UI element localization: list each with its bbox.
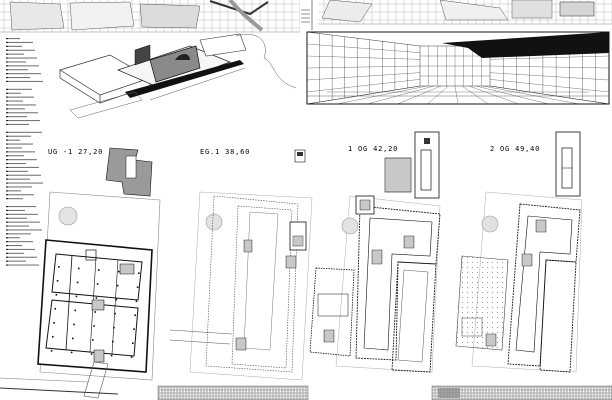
- key-plan-eg: [294, 149, 306, 163]
- site-map-strip: [0, 0, 612, 33]
- plan-og2: [455, 191, 583, 373]
- plan-eg: [169, 191, 313, 381]
- plan-ug: [0, 191, 161, 399]
- plan-label-og1: 1 OG 42,20: [348, 145, 398, 153]
- legend-column: [6, 38, 43, 266]
- bottom-elevation-strips: [157, 385, 612, 400]
- plan-label-og2: 2 OG 49,40: [490, 145, 540, 153]
- interior-perspective: [306, 31, 610, 105]
- key-plan-og1: [414, 131, 440, 199]
- key-plan-detail-og1: [384, 157, 412, 193]
- key-plan-og2: [555, 131, 581, 197]
- plan-label-ug: UG -1 27,20: [48, 148, 103, 156]
- plan-label-eg: EG.1 38,60: [200, 148, 250, 156]
- key-plan-ug: [105, 147, 153, 197]
- axonometric-view: [59, 33, 297, 119]
- plan-og1: [309, 195, 441, 373]
